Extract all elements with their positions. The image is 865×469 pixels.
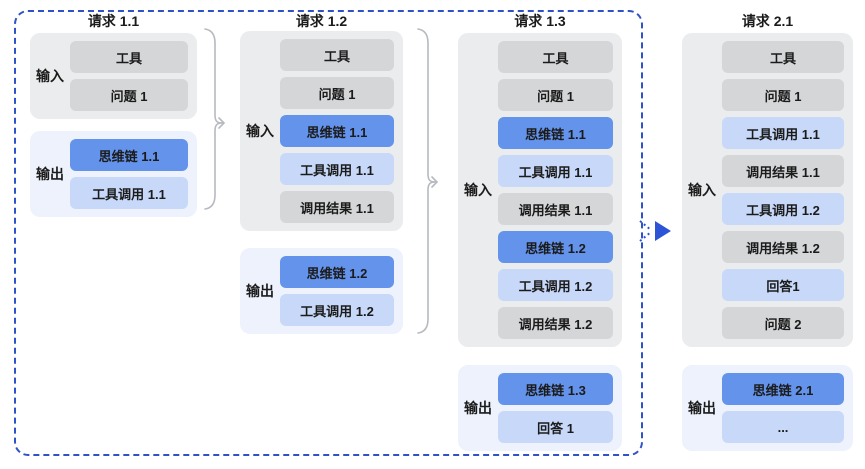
input-label: 输入 (246, 123, 274, 139)
request-1-2-input-group: 输入 工具 问题 1 思维链 1.1 工具调用 1.1 调用结果 1.1 (240, 31, 403, 231)
request-1-1-output-group: 输出 思维链 1.1 工具调用 1.1 (30, 131, 197, 217)
output-box-stack: 思维链 2.1 ... (722, 365, 853, 451)
request-1-2-output-group: 输出 思维链 1.2 工具调用 1.2 (240, 248, 403, 334)
box-cot-1-1: 思维链 1.1 (280, 115, 394, 147)
input-label: 输入 (688, 182, 716, 198)
output-box-stack: 思维链 1.3 回答 1 (498, 365, 622, 451)
box-cot-1-1: 思维链 1.1 (498, 117, 613, 149)
box-question-1: 问题 1 (722, 79, 844, 111)
request-1-2-title: 请求 1.2 (295, 13, 348, 29)
request-2-1-input-group: 输入 工具 问题 1 工具调用 1.1 调用结果 1.1 工具调用 1.2 调用… (682, 33, 853, 347)
input-box-stack: 工具 问题 1 工具调用 1.1 调用结果 1.1 工具调用 1.2 调用结果 … (722, 33, 853, 347)
box-call-result-1-2: 调用结果 1.2 (722, 231, 844, 263)
request-1-3-title: 请求 1.3 (514, 13, 566, 29)
box-question-1: 问题 1 (280, 77, 394, 109)
box-call-result-1-1: 调用结果 1.1 (280, 191, 394, 223)
box-tools: 工具 (722, 41, 844, 73)
output-label: 输出 (246, 283, 274, 299)
flow-arrow-icon (639, 220, 671, 242)
box-tools: 工具 (280, 39, 394, 71)
input-label: 输入 (464, 182, 492, 198)
box-tools: 工具 (498, 41, 613, 73)
box-cot-2-1: 思维链 2.1 (722, 373, 844, 405)
brace-arrow-icon (417, 28, 439, 334)
box-tool-call-1-1: 工具调用 1.1 (498, 155, 613, 187)
output-label: 输出 (36, 166, 64, 182)
request-1-1-input-group: 输入 工具 问题 1 (30, 33, 197, 119)
output-box-stack: 思维链 1.1 工具调用 1.1 (70, 131, 197, 217)
box-cot-1-1: 思维链 1.1 (70, 139, 188, 171)
box-cot-1-2: 思维链 1.2 (498, 231, 613, 263)
input-box-stack: 工具 问题 1 (70, 33, 197, 119)
box-question-1: 问题 1 (498, 79, 613, 111)
box-answer-1: 回答1 (722, 269, 844, 301)
box-question-2: 问题 2 (722, 307, 844, 339)
output-label: 输出 (688, 400, 716, 416)
box-answer-1: 回答 1 (498, 411, 613, 443)
output-box-stack: 思维链 1.2 工具调用 1.2 (280, 248, 403, 334)
box-tool-call-1-2: 工具调用 1.2 (722, 193, 844, 225)
request-2-1-title: 请求 2.1 (741, 13, 794, 29)
box-call-result-1-1: 调用结果 1.1 (498, 193, 613, 225)
box-tool-call-1-2: 工具调用 1.2 (280, 294, 394, 326)
box-tool-call-1-1: 工具调用 1.1 (70, 177, 188, 209)
box-cot-1-2: 思维链 1.2 (280, 256, 394, 288)
request-1-3-output-group: 输出 思维链 1.3 回答 1 (458, 365, 622, 451)
dashed-turn-boundary-frame (14, 10, 643, 456)
input-label: 输入 (36, 68, 64, 84)
input-box-stack: 工具 问题 1 思维链 1.1 工具调用 1.1 调用结果 1.1 思维链 1.… (498, 33, 622, 347)
brace-arrow-icon (204, 28, 226, 210)
input-box-stack: 工具 问题 1 思维链 1.1 工具调用 1.1 调用结果 1.1 (280, 31, 403, 231)
box-call-result-1-2: 调用结果 1.2 (498, 307, 613, 339)
box-tools: 工具 (70, 41, 188, 73)
request-2-1-output-group: 输出 思维链 2.1 ... (682, 365, 853, 451)
output-label: 输出 (464, 400, 492, 416)
box-tool-call-1-2: 工具调用 1.2 (498, 269, 613, 301)
box-ellipsis: ... (722, 411, 844, 443)
box-call-result-1-1: 调用结果 1.1 (722, 155, 844, 187)
request-1-3-input-group: 输入 工具 问题 1 思维链 1.1 工具调用 1.1 调用结果 1.1 思维链… (458, 33, 622, 347)
box-question-1: 问题 1 (70, 79, 188, 111)
box-cot-1-3: 思维链 1.3 (498, 373, 613, 405)
box-tool-call-1-1: 工具调用 1.1 (280, 153, 394, 185)
request-1-1-title: 请求 1.1 (87, 13, 140, 29)
box-tool-call-1-1: 工具调用 1.1 (722, 117, 844, 149)
